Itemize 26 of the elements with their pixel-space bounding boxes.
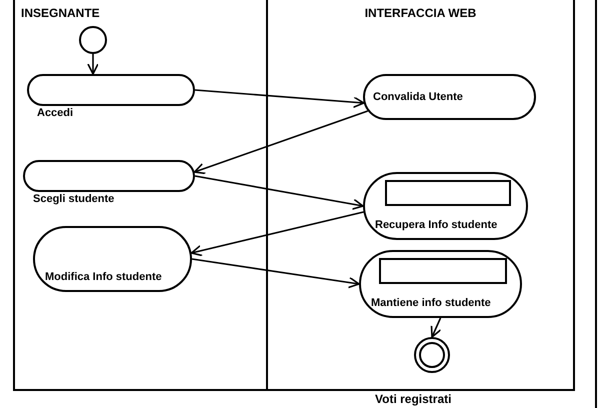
arrow: [430, 318, 442, 338]
activity-label: Convalida Utente: [373, 90, 464, 104]
activity-label: Scegli studente: [33, 193, 114, 206]
activity-pill: [363, 172, 528, 240]
note-text: Voti registrati: [375, 392, 452, 406]
start-circle: [79, 26, 107, 54]
activity-label: Modifica Info studente: [45, 271, 163, 284]
arrow: [192, 258, 360, 288]
arrow: [87, 54, 99, 75]
swimlane: [266, 0, 575, 391]
inner-rectangle: [379, 258, 507, 284]
activity-pill: [363, 74, 536, 120]
activity-label: Recupera Info studente: [375, 219, 498, 232]
arrow: [194, 110, 368, 174]
lane-header: INTERFACCIA WEB: [364, 6, 478, 20]
activity-pill: [359, 250, 522, 318]
activity-label: Mantiene info studente: [371, 297, 492, 310]
inner-rectangle: [385, 180, 511, 206]
arrow: [190, 211, 364, 256]
activity-label: Accedi: [37, 107, 74, 120]
arrow: [194, 89, 365, 108]
swimlane: [13, 0, 268, 391]
arrow: [194, 175, 364, 210]
lane-header: INSEGNANTE: [21, 6, 100, 20]
activity-pill: [33, 226, 192, 292]
final-state-circle: [414, 337, 450, 373]
